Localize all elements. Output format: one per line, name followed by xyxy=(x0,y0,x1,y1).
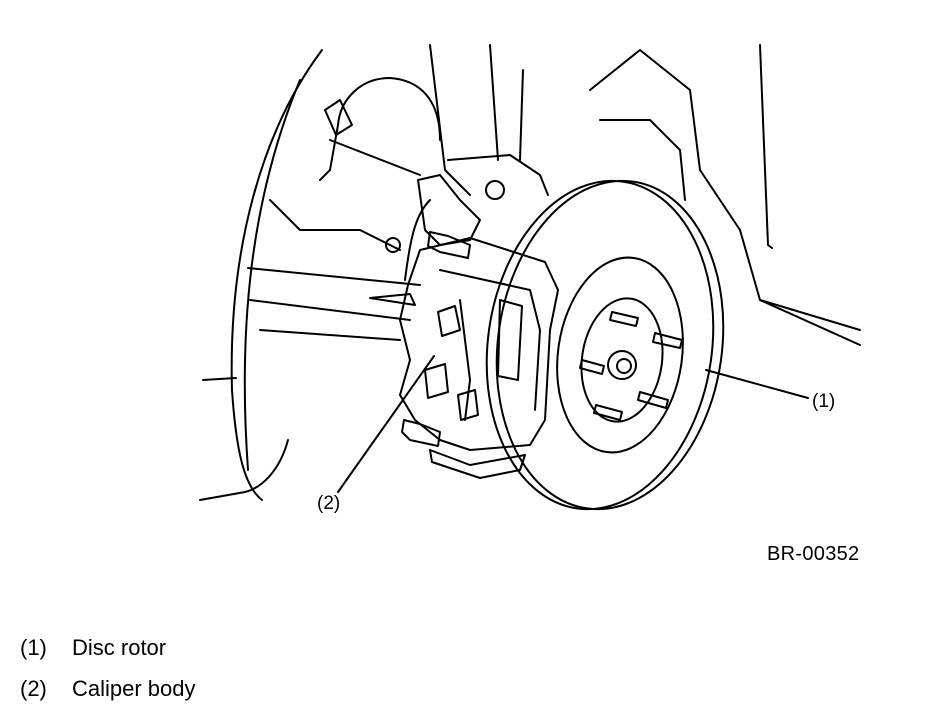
legend-item-disc-rotor: (1) Disc rotor xyxy=(20,635,166,661)
leader-line-1 xyxy=(705,369,809,399)
hub-center-inner xyxy=(616,358,632,374)
strut-body xyxy=(429,44,499,196)
control-arm xyxy=(247,267,421,341)
wheel-arch-outline xyxy=(230,49,323,501)
caliper-body xyxy=(399,237,559,451)
caliper-bleeder-upper xyxy=(427,231,471,259)
callout-label-caliper-body: (2) xyxy=(317,493,341,514)
knuckle xyxy=(417,174,481,246)
legend-item-caliper-body: (2) Caliper body xyxy=(20,676,196,702)
subframe-upper xyxy=(269,139,421,251)
caliper-window-right xyxy=(457,389,479,421)
knuckle-bolt xyxy=(485,180,505,200)
caliper-window-lower xyxy=(424,363,449,399)
brake-hose xyxy=(319,77,441,181)
figure-code: BR-00352 xyxy=(767,543,860,565)
legend-label: Caliper body xyxy=(72,676,196,701)
disc-rotor-hat xyxy=(556,256,684,454)
brake-hose-clip xyxy=(324,99,353,136)
caliper-pad-slot xyxy=(497,299,523,381)
strut-cable xyxy=(519,69,524,161)
brake-hose-line xyxy=(404,199,431,281)
legend-number: (2) xyxy=(20,676,47,701)
fender-lower-edge xyxy=(199,439,289,501)
callout-label-disc-rotor: (1) xyxy=(812,391,836,412)
legend-number: (1) xyxy=(20,635,47,660)
subframe-bolt xyxy=(385,237,401,253)
caliper-bracket-lower xyxy=(429,449,526,479)
caliper-bleeder-lower xyxy=(401,419,441,447)
hub-center xyxy=(607,350,637,380)
body-panel-inner xyxy=(599,119,686,201)
body-panel xyxy=(589,49,861,331)
brake-assembly-illustration xyxy=(199,44,861,511)
legend-label: Disc rotor xyxy=(72,635,167,660)
leader-line-2 xyxy=(337,355,435,493)
hub-flange xyxy=(580,297,664,423)
body-panel-lower xyxy=(759,299,861,346)
disc-rotor-back xyxy=(485,179,715,511)
knuckle-upper xyxy=(447,154,549,196)
body-panel-edge xyxy=(759,44,773,249)
caliper-window-upper xyxy=(437,305,461,337)
wheel-studs xyxy=(579,311,683,421)
caliper-bridge xyxy=(439,269,541,421)
control-arm-rib xyxy=(369,293,416,306)
hub-stub-line xyxy=(202,377,237,381)
